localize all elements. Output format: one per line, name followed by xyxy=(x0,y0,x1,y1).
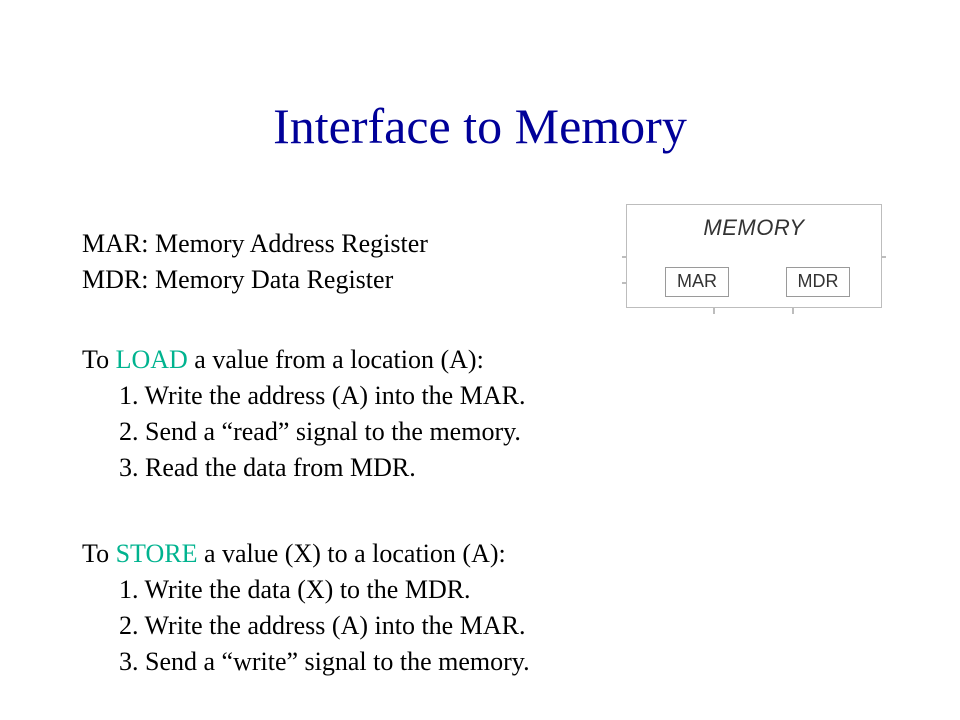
mdr-register-box: MDR xyxy=(786,267,850,297)
load-prefix: To xyxy=(82,345,116,374)
load-step-2: 2. Send a “read” signal to the memory. xyxy=(119,417,521,446)
load-suffix: a value from a location (A): xyxy=(187,345,484,374)
left-connector-line xyxy=(622,256,628,258)
load-keyword: LOAD xyxy=(115,345,188,374)
memory-box: MEMORY MAR MDR xyxy=(626,204,882,308)
load-heading: To LOAD a value from a location (A): xyxy=(82,342,525,378)
store-suffix: a value (X) to a location (A): xyxy=(197,539,506,568)
load-step-1: 1. Write the address (A) into the MAR. xyxy=(119,381,526,410)
load-step-3: 3. Read the data from MDR. xyxy=(119,453,416,482)
left-connector-line-2 xyxy=(622,282,628,284)
store-section: To STORE a value (X) to a location (A): … xyxy=(82,536,530,680)
store-step-3: 3. Send a “write” signal to the memory. xyxy=(119,647,530,676)
slide-title: Interface to Memory xyxy=(273,98,687,154)
register-definitions: MAR: Memory Address Register MDR: Memory… xyxy=(82,226,428,298)
store-keyword: STORE xyxy=(115,539,198,568)
store-heading: To STORE a value (X) to a location (A): xyxy=(82,536,530,572)
mar-definition: MAR: Memory Address Register xyxy=(82,229,428,258)
mar-register-box: MAR xyxy=(665,267,729,297)
store-step-2: 2. Write the address (A) into the MAR. xyxy=(119,611,526,640)
store-prefix: To xyxy=(82,539,116,568)
mdr-definition: MDR: Memory Data Register xyxy=(82,265,394,294)
mdr-connector-line xyxy=(792,306,794,314)
memory-label: MEMORY xyxy=(703,215,805,240)
mar-connector-line xyxy=(713,306,715,314)
store-step-1: 1. Write the data (X) to the MDR. xyxy=(119,575,471,604)
right-connector-line xyxy=(880,256,886,258)
load-section: To LOAD a value from a location (A): 1. … xyxy=(82,342,525,486)
memory-diagram: MEMORY MAR MDR xyxy=(612,200,892,320)
